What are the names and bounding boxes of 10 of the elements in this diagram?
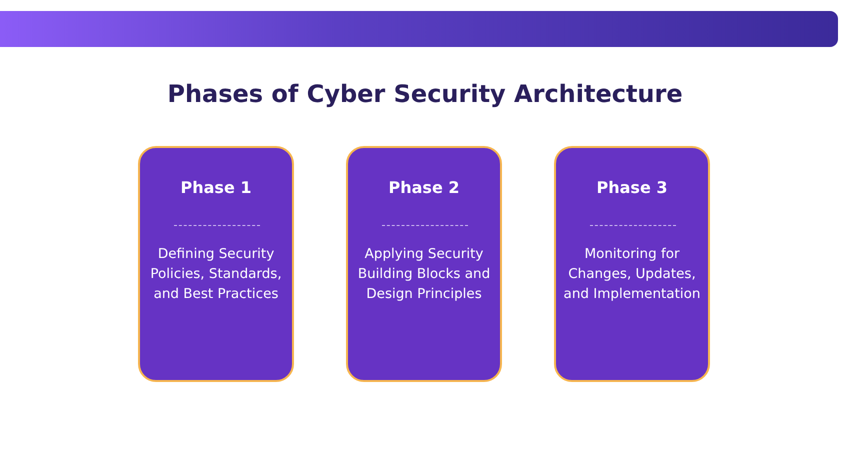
phase-description: Applying Security Building Blocks and Design Principles	[356, 245, 492, 304]
phase-description: Defining Security Policies, Standards, and Best Practices	[149, 245, 283, 304]
phase-card	[138, 146, 294, 382]
phase-card	[346, 146, 502, 382]
phase-heading: Phase 1	[180, 178, 252, 197]
phase-heading: Phase 2	[388, 178, 460, 197]
phase-card	[554, 146, 710, 382]
phase-description: Monitoring for Changes, Updates, and Implementation	[562, 245, 702, 304]
title: Phases of Cyber Security Architecture	[166, 80, 684, 108]
phase-heading: Phase 3	[596, 178, 668, 197]
